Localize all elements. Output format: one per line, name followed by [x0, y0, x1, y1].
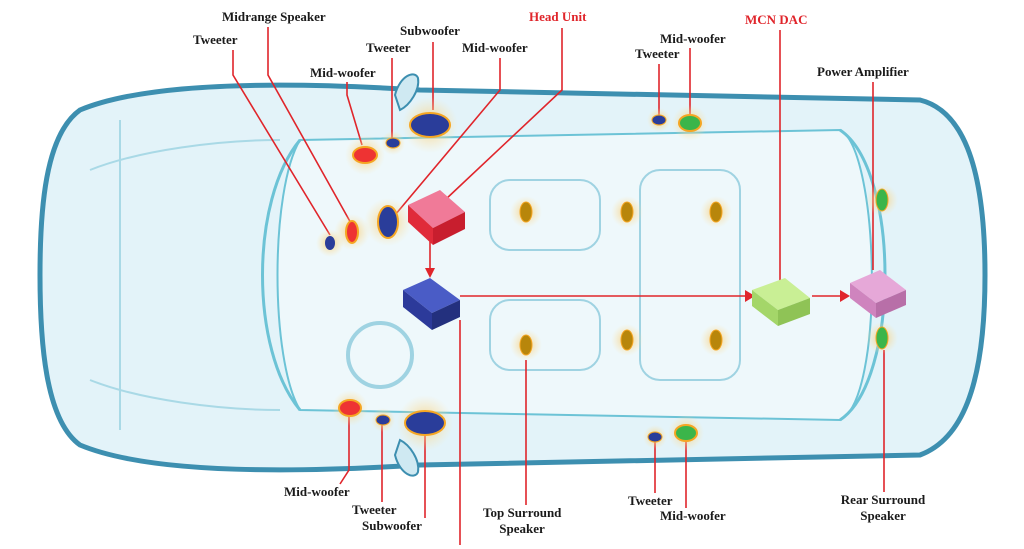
surround-speaker-icon	[700, 196, 732, 228]
label-line: Rear Surround	[840, 492, 926, 507]
midwoofer-icon	[668, 415, 704, 451]
tweeter-icon	[643, 425, 667, 449]
midwoofer-icon	[364, 198, 412, 246]
label-tweeter: Tweeter	[635, 46, 680, 61]
surround-speaker-icon	[611, 196, 643, 228]
label-line: Top Surround	[483, 505, 562, 520]
label-head-unit: Head Unit	[529, 9, 587, 24]
label-mid-woofer: Mid-woofer	[462, 40, 528, 55]
speakers	[316, 97, 898, 451]
label-midrange-speaker: Midrange Speaker	[222, 9, 326, 24]
subwoofer-icon	[402, 97, 458, 153]
surround-speaker-icon	[700, 324, 732, 356]
hood-lines	[89, 120, 281, 430]
tweeter-icon	[647, 108, 671, 132]
surround-speaker-icon	[510, 196, 542, 228]
seat-front-left	[489, 179, 601, 251]
label-tweeter: Tweeter	[366, 40, 411, 55]
label-mid-woofer: Mid-woofer	[310, 65, 376, 80]
rear-speaker-icon	[866, 322, 898, 354]
surround-speaker-icon	[611, 324, 643, 356]
label-line: Speaker	[860, 508, 906, 523]
label-tweeter: Tweeter	[193, 32, 238, 47]
midrange-speaker-icon	[334, 214, 370, 250]
rear-speaker-icon	[866, 184, 898, 216]
label-tweeter: Tweeter	[628, 493, 673, 508]
label-mid-woofer: Mid-woofer	[660, 31, 726, 46]
label-rear-surround-speaker: Rear Surround Speaker	[835, 492, 931, 524]
tweeter-icon	[381, 131, 405, 155]
mcn-dac-box	[752, 278, 810, 326]
subwoofer-icon	[397, 395, 453, 451]
midwoofer-icon	[332, 390, 368, 426]
leader-lines	[232, 27, 885, 545]
side-mirror-top	[393, 73, 420, 112]
midwoofer-icon	[345, 135, 385, 175]
power-amplifier-box	[850, 270, 906, 318]
midwoofer-icon	[672, 105, 708, 141]
label-mcn-dac: MCN DAC	[745, 12, 808, 27]
label-mid-woofer: Mid-woofer	[284, 484, 350, 499]
label-power-amplifier: Power Amplifier	[817, 64, 909, 79]
seat-front-right	[489, 299, 601, 371]
side-mirror-bottom	[393, 438, 420, 477]
surround-speaker-icon	[510, 329, 542, 361]
rear-bench	[639, 169, 741, 381]
label-mid-woofer: Mid-woofer	[660, 508, 726, 523]
label-subwoofer: Subwoofer	[362, 518, 422, 533]
label-tweeter: Tweeter	[352, 502, 397, 517]
label-subwoofer: Subwoofer	[400, 23, 460, 38]
processor-box	[403, 278, 460, 330]
arrowheads	[425, 268, 850, 302]
windshield	[261, 139, 302, 411]
tweeter-icon	[371, 408, 395, 432]
head-unit-box	[408, 190, 465, 245]
steering-wheel	[346, 321, 414, 389]
label-top-surround-speaker: Top Surround Speaker	[483, 505, 561, 537]
label-line: Speaker	[499, 521, 545, 536]
